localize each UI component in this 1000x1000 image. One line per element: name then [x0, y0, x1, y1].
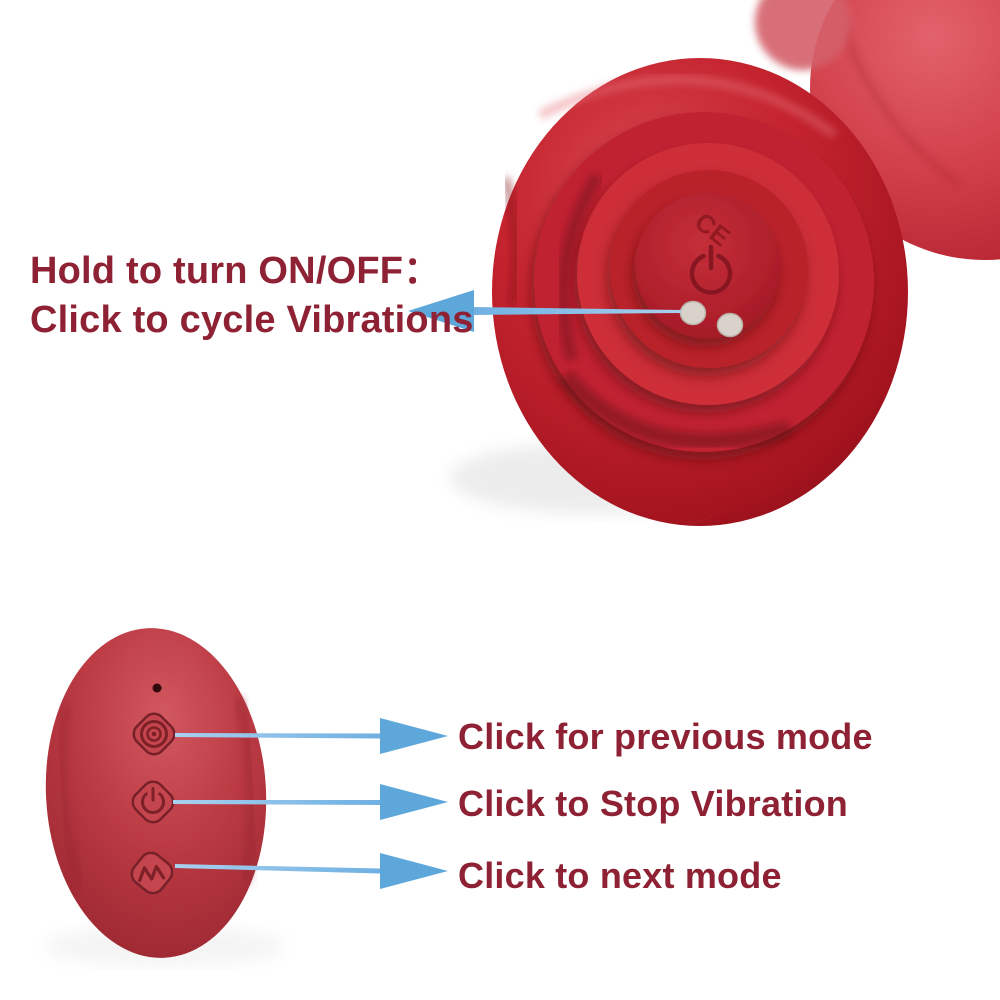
arrow-next-mode — [175, 853, 448, 889]
arrow-to-rose-button — [408, 290, 681, 332]
remote-control — [45, 628, 267, 958]
remote-button-previous — [132, 712, 176, 756]
remote-button-next — [130, 851, 174, 895]
charging-pins — [679, 300, 744, 338]
rose-center-face — [635, 193, 781, 339]
arrow-stop-vibration — [173, 784, 448, 820]
label-previous-mode: Click for previous mode — [458, 716, 873, 757]
label-next-mode: Click to next mode — [458, 855, 782, 896]
remote-right-shade — [233, 696, 257, 885]
previous-mode-icon — [140, 720, 168, 748]
rose-note-line2: Click to cycle Vibrations — [30, 299, 474, 341]
power-icon — [141, 787, 165, 814]
led-dot — [152, 683, 162, 693]
remote-left-crease — [59, 704, 84, 887]
arrow-previous-mode — [175, 718, 448, 754]
label-stop-vibration: Click to Stop Vibration — [458, 783, 848, 824]
rose-rim-highlight — [537, 75, 838, 139]
rose-petal-spiral — [534, 112, 874, 452]
background-petal-blur — [755, 0, 851, 70]
next-mode-icon — [138, 864, 166, 882]
rose-note-line1: Hold to turn ON/OFF： — [30, 250, 442, 292]
remote-button-power — [131, 780, 175, 824]
power-icon — [689, 244, 733, 295]
rose-rim-fold — [502, 177, 520, 306]
rose-button-note: Hold to turn ON/OFF： Click to cycle Vibr… — [30, 247, 500, 345]
